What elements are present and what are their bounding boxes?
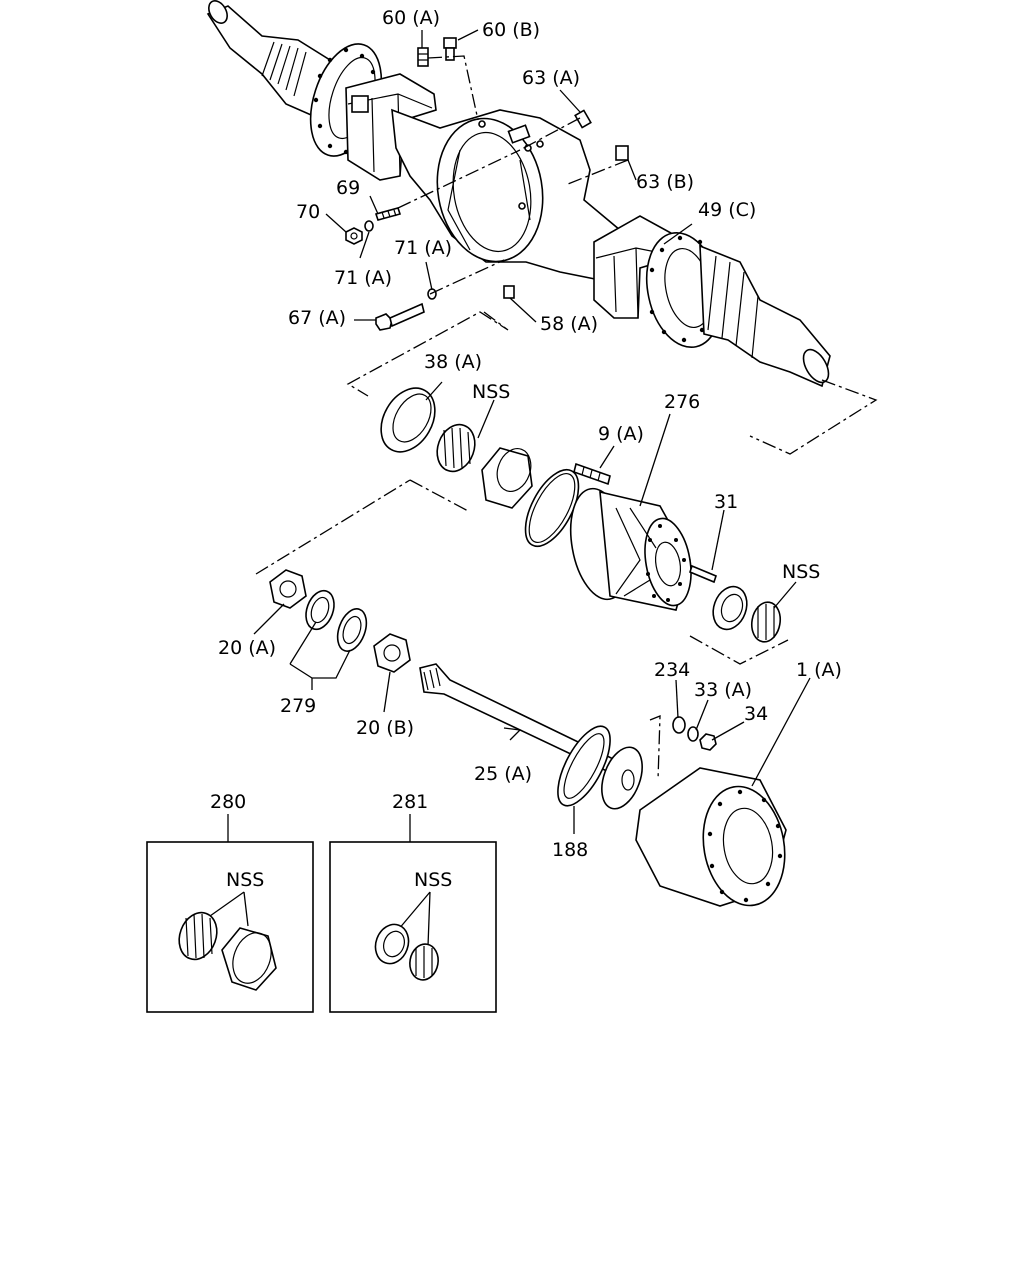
kit-281-cone [409, 943, 439, 981]
nut-20a [269, 569, 307, 609]
washer-71a-upper [427, 288, 437, 300]
label-280: 280 [210, 791, 246, 813]
axle-housing [206, 0, 831, 388]
kit-box-280: 280 NSS [146, 791, 314, 1013]
group-lines [255, 55, 878, 781]
housing-body [391, 108, 643, 281]
stud-69 [374, 207, 402, 221]
label-60a: 60 (A) [382, 7, 440, 29]
nut-20b [373, 633, 411, 673]
nut-70 [345, 227, 363, 245]
hub-276 [569, 487, 692, 611]
label-60b: 60 (B) [482, 19, 540, 41]
label-1a: 1 (A) [796, 659, 842, 681]
label-188: 188 [552, 839, 588, 861]
lock-ring-279 [336, 608, 368, 652]
label-279: 279 [280, 695, 316, 717]
label-31: 31 [714, 491, 738, 513]
fastener-63a [574, 109, 592, 129]
label-67a: 67 (A) [288, 307, 346, 329]
label-58a: 58 (A) [540, 313, 598, 335]
label-nss-top: NSS [472, 381, 510, 403]
label-63b: 63 (B) [636, 171, 694, 193]
bolt-67a [375, 302, 425, 331]
label-71a-lower: 71 (A) [334, 267, 392, 289]
bearing-cup-31 [712, 585, 748, 631]
fastener-63b [615, 145, 629, 161]
label-nss-right: NSS [782, 561, 820, 583]
kit-281-cup [374, 923, 410, 965]
part-labels: 60 (A) 60 (B) 63 (A) 63 (B) 69 70 71 (A)… [218, 7, 842, 861]
label-69: 69 [336, 177, 360, 199]
plug-58a [503, 285, 515, 299]
leader-lines [253, 29, 811, 834]
fastener-60a [417, 47, 429, 67]
stud-31 [689, 564, 717, 584]
bolt-9a [573, 462, 611, 486]
bearing-cone-nss [436, 423, 476, 473]
label-9a: 9 (A) [598, 423, 644, 445]
washer-71a-lower [364, 220, 374, 232]
kit-280-cup [221, 927, 277, 991]
washer-33a [687, 726, 699, 742]
label-33a: 33 (A) [694, 679, 752, 701]
label-70: 70 [296, 201, 320, 223]
brake-drum-1a [635, 767, 787, 907]
seal-ring [524, 468, 580, 548]
label-234: 234 [654, 659, 690, 681]
gasket-188 [557, 725, 611, 807]
left-spindle [206, 0, 331, 120]
fastener-60b [443, 37, 457, 61]
label-38a: 38 (A) [424, 351, 482, 373]
label-20b: 20 (B) [356, 717, 414, 739]
bearing-cup [481, 447, 533, 509]
label-25a: 25 (A) [474, 763, 532, 785]
nut-34 [699, 733, 717, 751]
right-spindle [699, 244, 831, 388]
label-63a: 63 (A) [522, 67, 580, 89]
label-281: 281 [392, 791, 428, 813]
label-71a-upper: 71 (A) [394, 237, 452, 259]
label-nss-280: NSS [226, 869, 264, 891]
label-49c: 49 (C) [698, 199, 756, 221]
kit-box-281: 281 NSS [329, 791, 497, 1013]
left-spring-seat [345, 73, 437, 181]
washer-279 [305, 589, 335, 631]
label-20a: 20 (A) [218, 637, 276, 659]
label-34: 34 [744, 703, 768, 725]
washer-234 [672, 716, 686, 734]
bearing-race-38a [380, 387, 436, 453]
axle-shaft-25a [419, 663, 643, 810]
label-nss-281: NSS [414, 869, 452, 891]
label-276: 276 [664, 391, 700, 413]
bearing-cone-nss-right [750, 601, 782, 643]
kit-280-cone [178, 911, 218, 961]
